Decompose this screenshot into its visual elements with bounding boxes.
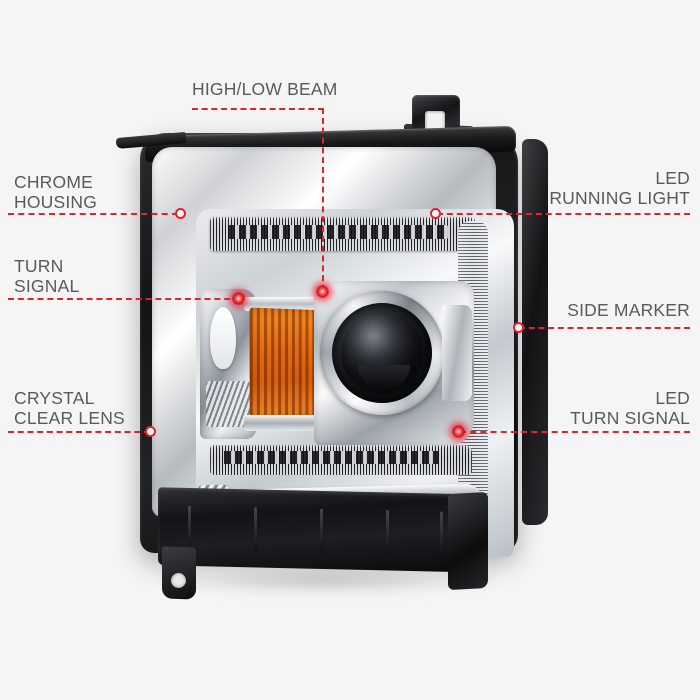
marker-crystal-clear-lens xyxy=(145,426,156,437)
housing-rib xyxy=(440,511,443,556)
marker-led-turn-signal xyxy=(452,425,465,438)
chrome-bezel-frame xyxy=(152,147,514,557)
projector-side-shelf xyxy=(442,305,472,401)
housing-rib xyxy=(188,505,191,551)
callout-label-chrome-housing: CHROME HOUSING xyxy=(14,172,98,212)
leader-line-led-turn-signal xyxy=(460,431,690,433)
projector-housing xyxy=(314,281,474,447)
housing-right-edge xyxy=(522,139,548,525)
leader-line-crystal-clear-lens xyxy=(8,431,150,433)
leader-line-led-running-light xyxy=(437,213,690,215)
marker-led-running-light xyxy=(430,208,441,219)
leader-line-chrome-housing xyxy=(8,213,178,215)
callout-label-led-turn-signal: LED TURN SIGNAL xyxy=(570,388,690,428)
housing-rib xyxy=(386,510,389,555)
housing-rib xyxy=(254,507,257,552)
callout-label-turn-signal: TURN SIGNAL xyxy=(14,256,80,296)
drl-bottom-strip xyxy=(210,445,472,475)
leader-line-side-marker xyxy=(519,327,690,329)
marker-chrome-housing xyxy=(175,208,186,219)
leader-line-high-low-beam-horizontal xyxy=(192,108,324,110)
leader-line-high-low-beam-vertical xyxy=(322,108,324,291)
leader-line-turn-signal xyxy=(8,298,240,300)
left-inner-reflector xyxy=(200,289,256,439)
lower-plastic-body xyxy=(158,487,488,573)
marker-high-low-beam xyxy=(316,285,329,298)
callout-label-crystal-clear-lens: CRYSTAL CLEAR LENS xyxy=(14,388,125,428)
callout-label-high-low-beam: HIGH/LOW BEAM xyxy=(192,79,338,99)
callout-label-side-marker: SIDE MARKER xyxy=(567,300,690,320)
projector-bowl xyxy=(332,303,432,403)
housing-rib xyxy=(320,508,323,553)
mounting-bolt-hole xyxy=(171,573,186,588)
lower-right-bracket xyxy=(448,491,488,591)
projector-bezel-ring xyxy=(320,291,444,415)
drl-top-strip xyxy=(210,217,478,251)
callout-label-led-running-light: LED RUNNING LIGHT xyxy=(549,168,690,208)
marker-side-marker xyxy=(513,322,524,333)
marker-turn-signal xyxy=(232,292,245,305)
headlight-assembly xyxy=(115,95,548,600)
